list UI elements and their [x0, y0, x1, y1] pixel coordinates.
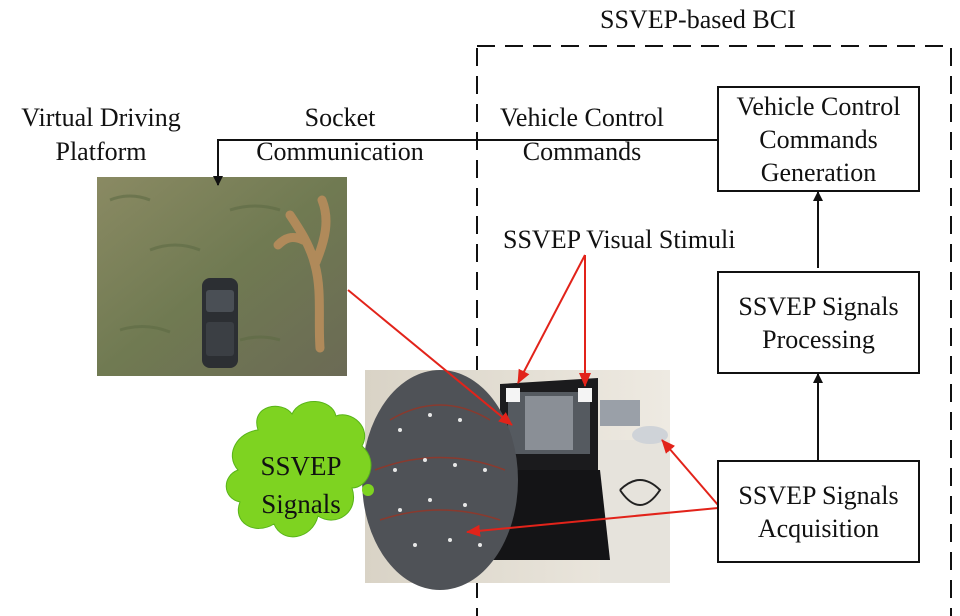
virtual-driving-platform-label: Virtual Driving Platform — [0, 101, 202, 169]
ssvep-visual-stimuli-label: SSVEP Visual Stimuli — [503, 223, 736, 257]
socket-line-1: Socket — [240, 101, 440, 135]
driving-scene-photo — [97, 177, 347, 376]
signals-processing-box: SSVEP Signals Processing — [717, 271, 920, 374]
cloud-line-1: SSVEP — [244, 447, 358, 485]
vehicle-control-generation-box: Vehicle Control Commands Generation — [717, 86, 920, 192]
processing-line-2: Processing — [762, 323, 875, 356]
vcc-line-2: Commands — [482, 135, 682, 169]
cloud-line-2: Signals — [244, 485, 358, 523]
acquisition-line-2: Acquisition — [758, 512, 879, 545]
cloud-bubble — [362, 484, 374, 496]
signals-acquisition-box: SSVEP Signals Acquisition — [717, 460, 920, 563]
platform-line-1: Virtual Driving — [0, 101, 202, 135]
generation-line-3: Generation — [761, 156, 877, 189]
bci-group-title: SSVEP-based BCI — [600, 3, 796, 37]
acquisition-line-1: SSVEP Signals — [738, 479, 898, 512]
vehicle-control-commands-label: Vehicle Control Commands — [482, 101, 682, 169]
vcc-line-1: Vehicle Control — [482, 101, 682, 135]
socket-communication-label: Socket Communication — [240, 101, 440, 169]
eeg-cap-laptop-photo — [362, 370, 670, 590]
generation-line-1: Vehicle Control — [737, 90, 901, 123]
generation-line-2: Commands — [759, 123, 877, 156]
processing-line-1: SSVEP Signals — [738, 290, 898, 323]
cloud-label: SSVEP Signals — [244, 447, 358, 523]
socket-line-2: Communication — [240, 135, 440, 169]
acquisition-to-amplifier-arrow — [662, 440, 718, 505]
platform-line-2: Platform — [0, 135, 202, 169]
stimuli-left-arrow — [518, 255, 585, 383]
